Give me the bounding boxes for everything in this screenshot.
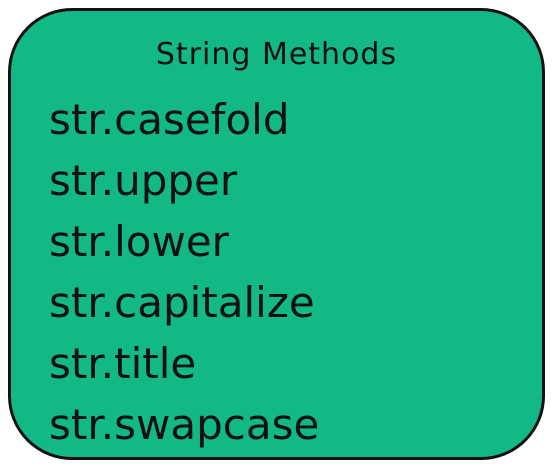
methods-list: str.casefold str.upper str.lower str.cap… xyxy=(49,89,319,455)
method-item-swapcase: str.swapcase xyxy=(49,400,320,449)
card-title: String Methods xyxy=(155,37,398,72)
method-item-title: str.title xyxy=(49,339,197,388)
method-item-upper: str.upper xyxy=(49,156,238,205)
method-item-lower: str.lower xyxy=(49,217,229,266)
string-methods-card: String Methods str.casefold str.upper st… xyxy=(8,8,545,460)
method-item-capitalize: str.capitalize xyxy=(49,278,315,327)
method-item-casefold: str.casefold xyxy=(49,95,290,144)
